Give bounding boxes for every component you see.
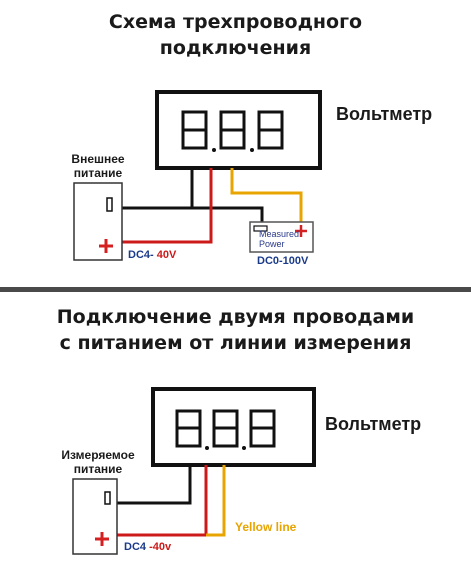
supply-2-label: Измеряемое питание [58, 448, 138, 476]
section-1-title-line2: подключения [159, 37, 312, 59]
measured-plus-icon [295, 225, 307, 237]
supply-2-minus-terminal [104, 491, 111, 505]
section-1-title-line1: Схема трехпроводного [108, 11, 363, 33]
supply-1-range-prefix: DC4- [128, 249, 154, 261]
supply-1-range: DC4- 40V [128, 249, 176, 261]
section-divider [0, 287, 471, 292]
wire-red-1 [122, 168, 213, 244]
supply-1-box [73, 182, 123, 261]
wire-black-1 [190, 168, 264, 222]
wire-black-2 [117, 465, 192, 505]
supply-1-range-suffix: 40V [156, 249, 177, 261]
section-2-title-line2: с питанием от линии измерения [59, 332, 412, 354]
supply-2-label-line1: Измеряемое [61, 448, 135, 462]
supply-2-range-suffix: -40v [149, 541, 172, 553]
wire-yellow-1 [230, 168, 303, 224]
measured-line1: Measured [259, 229, 300, 239]
section-2-title-line1: Подключение двумя проводами [56, 306, 415, 328]
supply-1-minus-terminal [106, 197, 113, 212]
supply-1-label-line2: питание [73, 166, 123, 180]
supply-2-range: DC4 -40v [124, 541, 171, 553]
wire-yellow-2 [206, 465, 226, 537]
voltmeter-1-label: Вольтметр [336, 104, 433, 124]
measured-minus-terminal [253, 225, 268, 232]
supply-2-label-line2: питание [73, 462, 123, 476]
voltmeter-1-digits [181, 110, 284, 150]
measured-range: DC0-100V [257, 255, 309, 267]
supply-2-range-prefix: DC4 [124, 541, 147, 553]
supply-1-plus-icon [99, 239, 113, 253]
voltmeter-2-digits [175, 409, 276, 448]
supply-1-label: Внешнее питание [62, 152, 134, 180]
supply-2-box [72, 478, 118, 555]
measured-line2: Power [259, 239, 285, 249]
section-1-title: Схема трехпроводного подключения [0, 9, 471, 61]
supply-1-label-line1: Внешнее [71, 152, 125, 166]
voltmeter-2-label: Вольтметр [325, 414, 422, 434]
supply-2-plus-icon [95, 532, 109, 546]
yellow-line-label: Yellow line [235, 520, 297, 534]
measured-power-label: Measured Power [259, 229, 299, 249]
section-2-title: Подключение двумя проводами с питанием о… [0, 304, 471, 356]
